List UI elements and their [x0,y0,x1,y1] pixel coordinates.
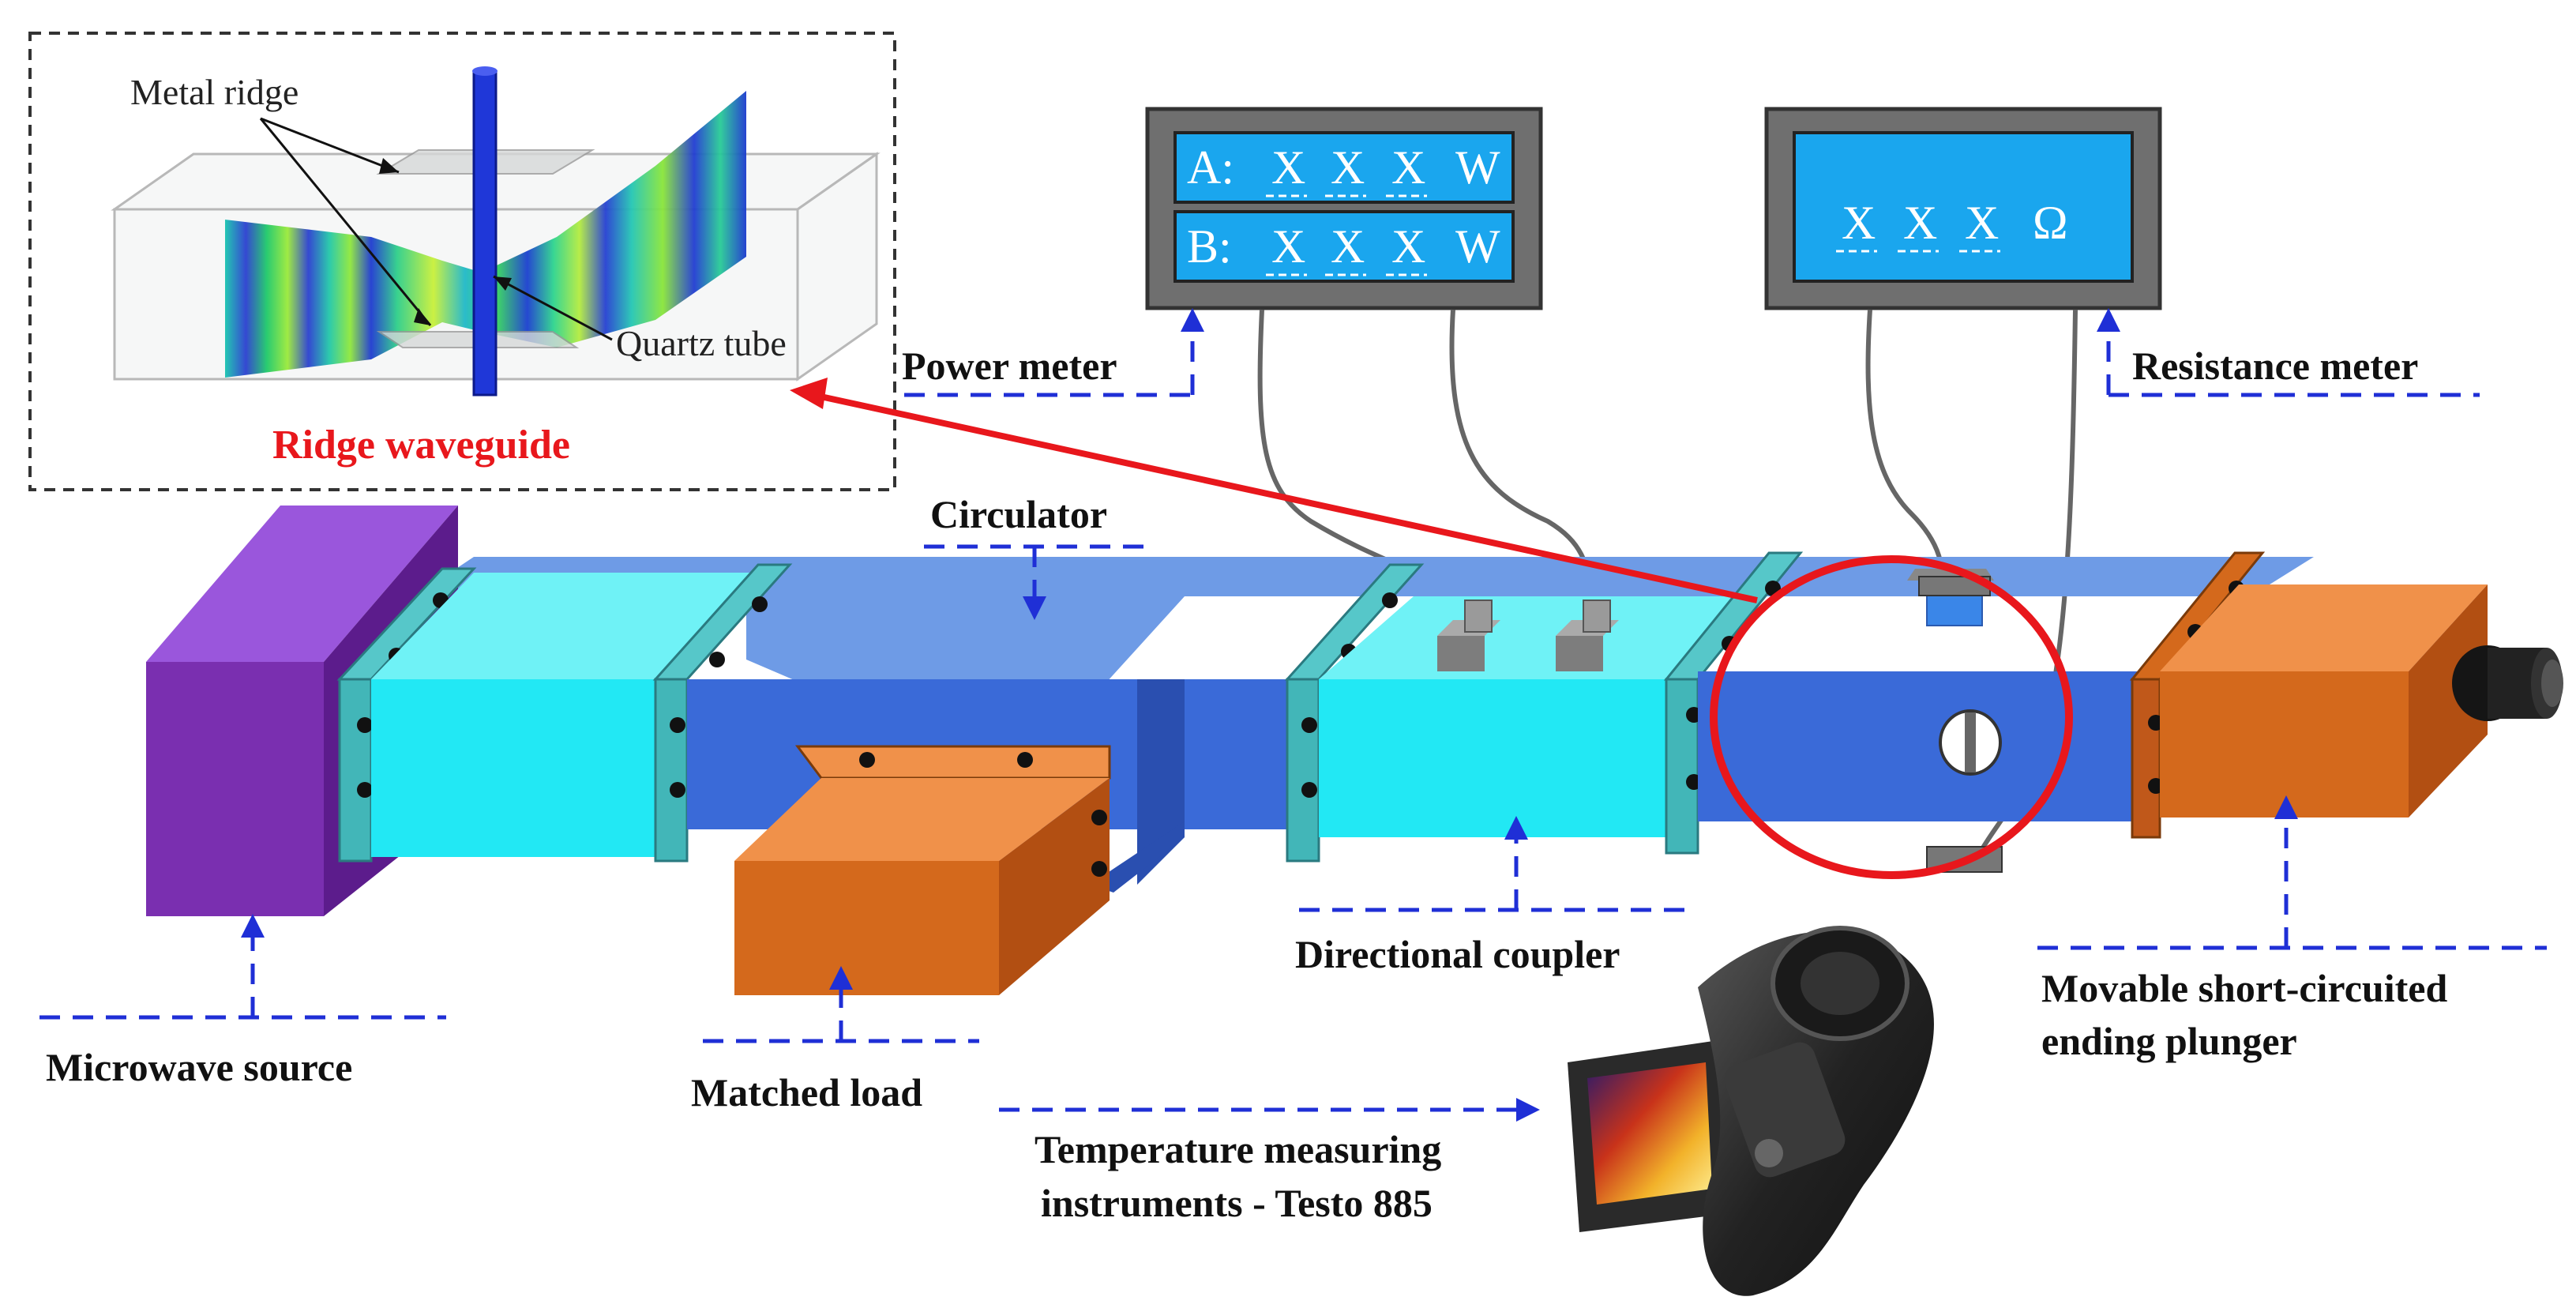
matched-load [734,745,1111,995]
resistance-unit: Ω [2033,197,2068,249]
label-matched-load: Matched load [691,1070,922,1114]
label-ridge-waveguide: Ridge waveguide [272,423,570,468]
label-plunger-line1: Movable short-circuited [2041,966,2447,1010]
power-meter: A: X X X W B: X X X W [1145,107,1543,310]
power-b-digit-1: X [1271,220,1305,272]
label-quartz-tube: Quartz tube [616,323,787,363]
label-metal-ridge: Metal ridge [130,72,299,112]
callout-lines [39,308,2547,1122]
quartz-tube [472,70,498,397]
power-a-digit-3: X [1391,141,1425,194]
thermal-camera [1568,926,1934,1296]
flange-3 [1284,563,1425,863]
resistance-digit-1: X [1842,197,1876,249]
resistance-digit-3: X [1965,197,1999,249]
power-b-digit-2: X [1331,220,1365,272]
movable-plunger [2160,584,2563,818]
label-temp-line2: instruments - Testo 885 [1041,1181,1433,1225]
power-b-digit-3: X [1391,220,1425,272]
highlight-circle [1710,555,2073,879]
field-pattern [225,91,746,378]
label-directional-coupler: Directional coupler [1295,932,1620,976]
resistance-meter: X X X Ω [1764,107,2162,310]
ridge-waveguide-inset: Metal ridge Quartz tube Ridge waveguide [28,32,896,491]
label-resistance-meter: Resistance meter [2132,344,2418,388]
coupler-port-2 [1556,600,1619,671]
label-circulator: Circulator [930,492,1107,536]
power-a-digit-1: X [1271,141,1305,194]
directional-coupler [1319,596,1749,837]
label-temp-line1: Temperature measuring [1035,1127,1441,1171]
coupler-port-1 [1437,600,1500,671]
resistance-digit-2: X [1903,197,1937,249]
highlight-arrow [813,392,1758,603]
cyan-waveguide-section-1 [371,573,762,857]
power-a-digit-2: X [1331,141,1365,194]
power-a-unit: W [1455,141,1500,194]
camera-screen [1587,1062,1712,1205]
label-plunger-line2: ending plunger [2041,1019,2297,1063]
power-b-label: B: [1187,220,1232,272]
label-microwave-source: Microwave source [46,1045,352,1089]
power-meter-screen [1173,131,1515,204]
resistance-meter-screen [1793,131,2134,283]
power-b-unit: W [1455,220,1500,272]
power-a-label: A: [1187,141,1234,194]
inset-frame [28,32,896,491]
label-power-meter: Power meter [902,344,1117,388]
